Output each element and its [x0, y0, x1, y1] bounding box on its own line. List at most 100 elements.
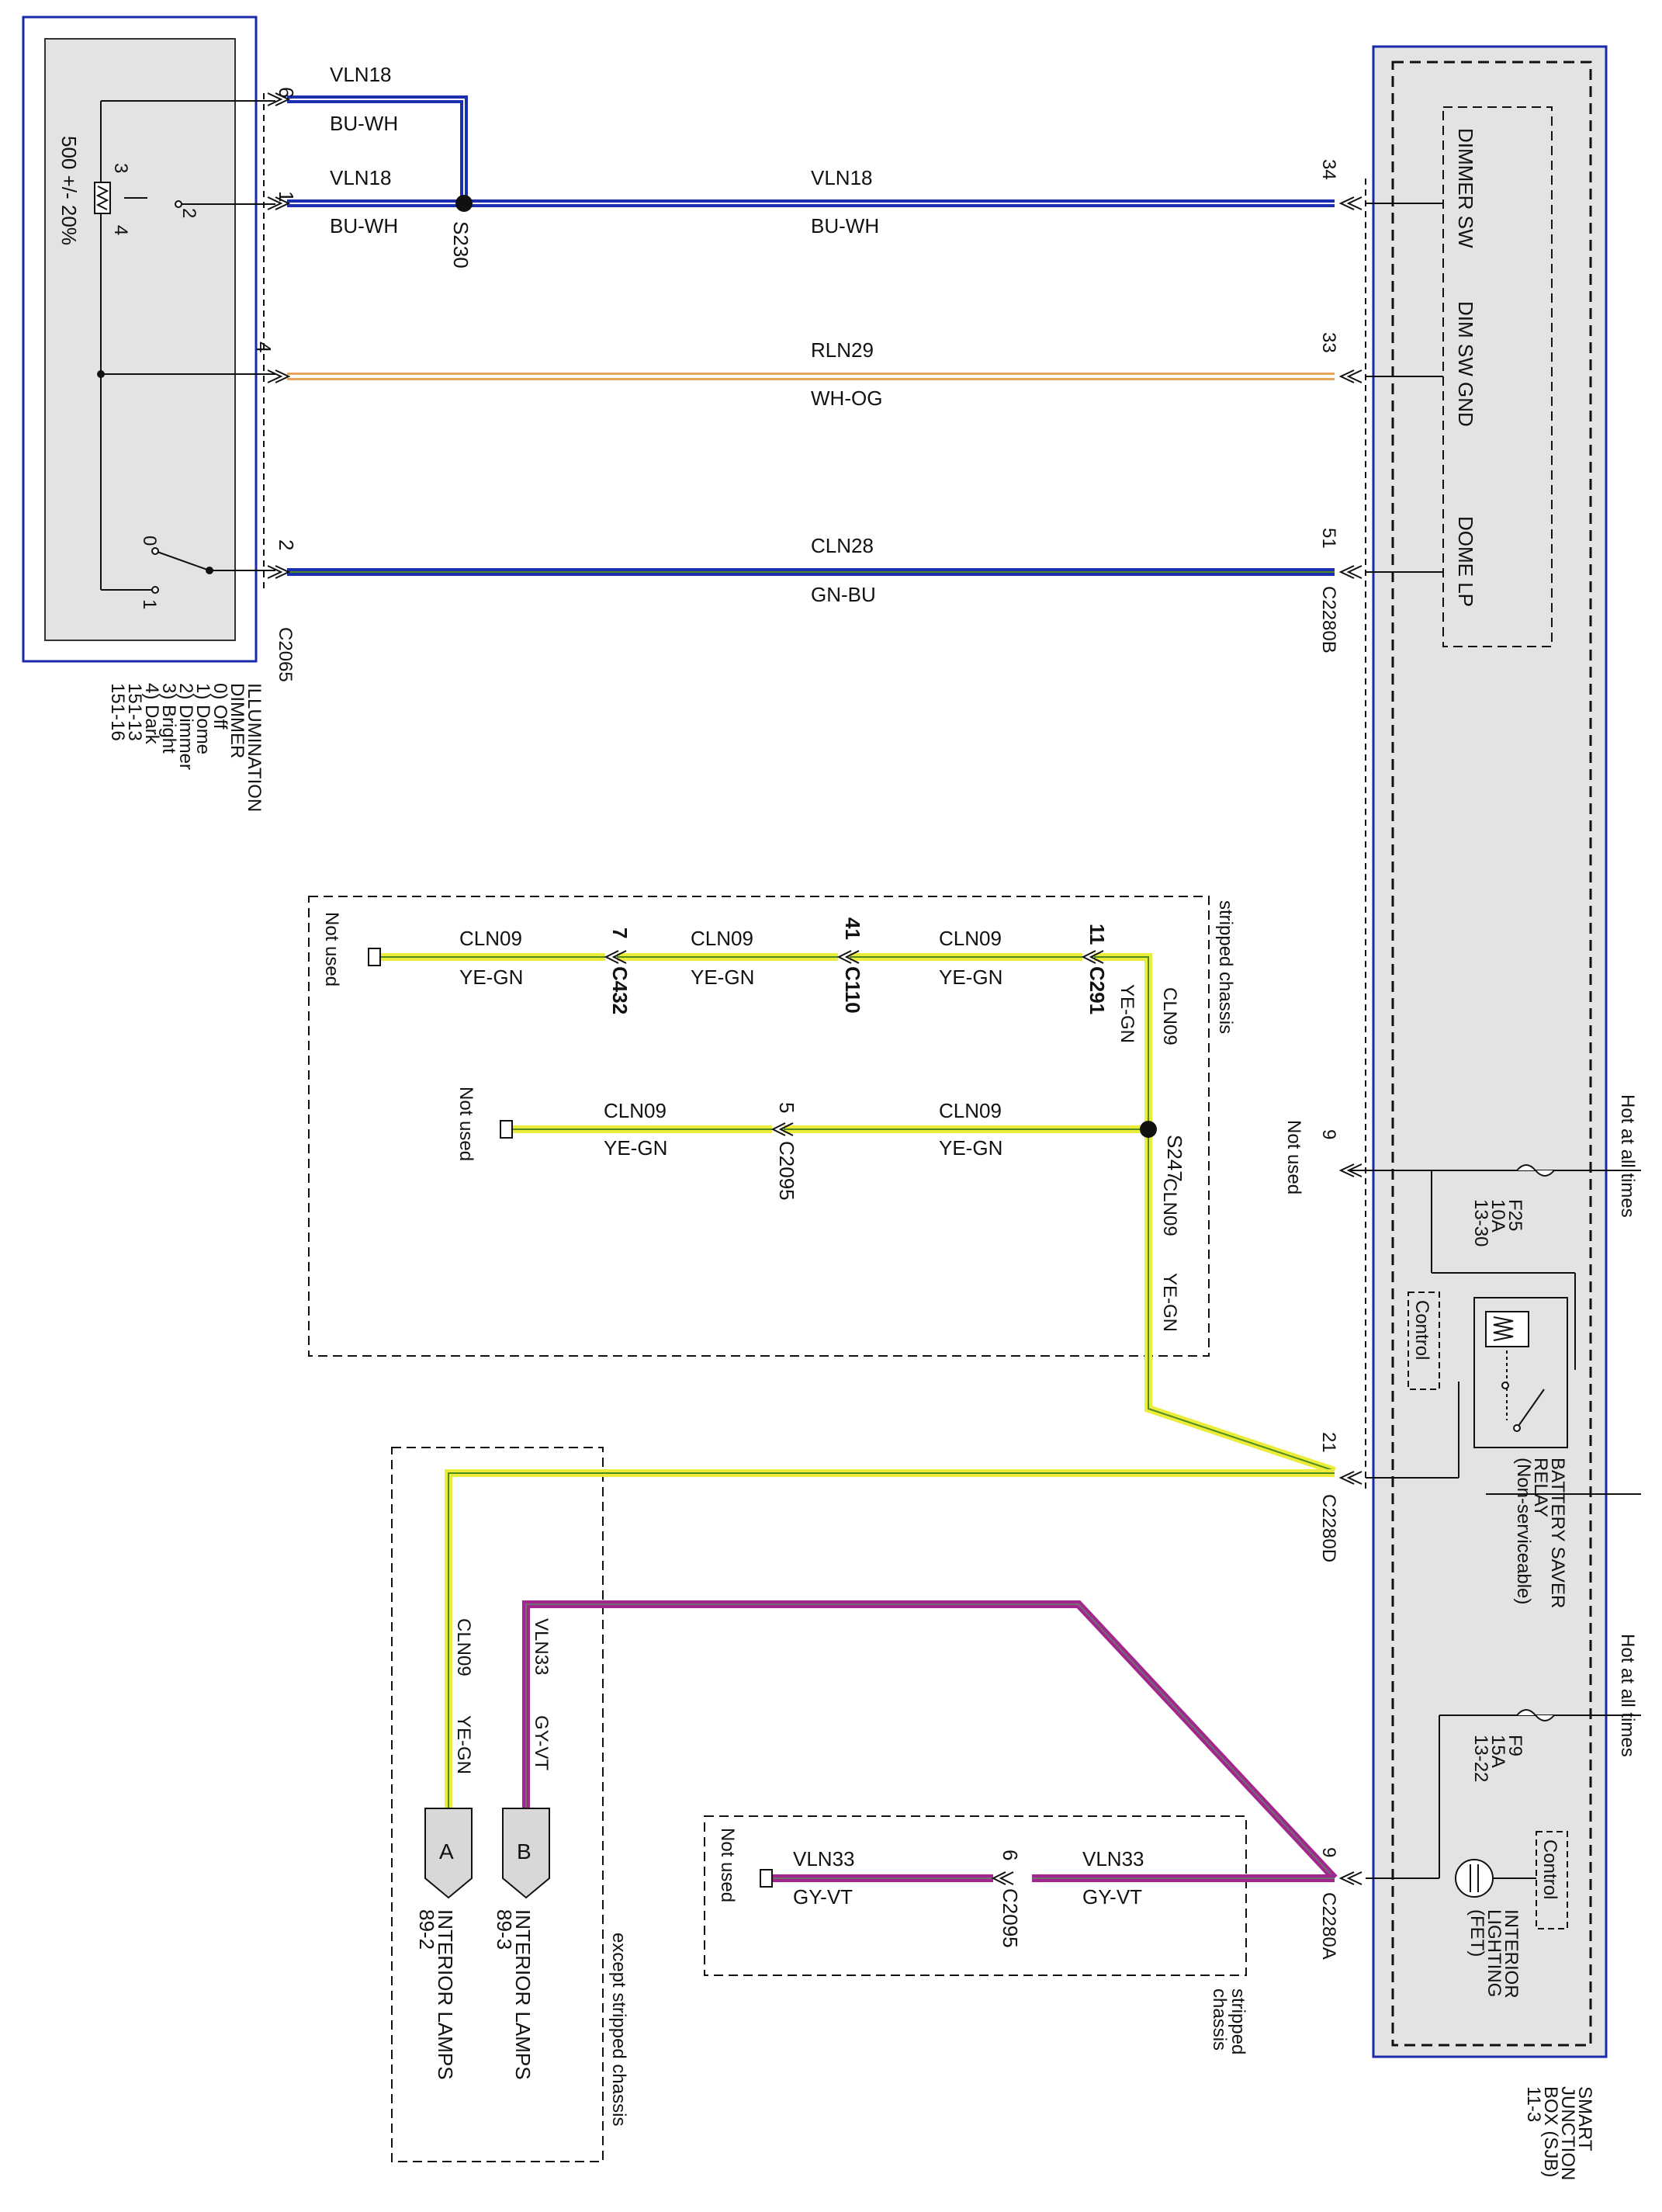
dimmer-module-body: [44, 38, 236, 641]
dimmer-name-line: 151-16: [107, 683, 128, 741]
fuse-f25-line: 10A: [1487, 1199, 1508, 1233]
dimmer-name-line: 2) Dimmer: [175, 683, 196, 770]
fuse-f25-icon: [1516, 1164, 1555, 1177]
switch-pos0-label: 0: [139, 536, 160, 546]
sjb-pin-9-top: 9: [1318, 1129, 1339, 1139]
sjb-module-border: [1372, 45, 1608, 2058]
drop2-color: YE-GN: [1159, 1273, 1180, 1332]
row2-seg1-circuit: CLN09: [939, 1099, 1002, 1122]
lamp-b-label-line: 89-3: [493, 1909, 516, 1950]
dimmer-name-line: 151-13: [124, 683, 145, 741]
stripped-chassis-box-1: [308, 896, 1210, 1357]
pin2-internal-label: 2: [178, 208, 199, 218]
wire6-circuit: VLN18: [330, 63, 392, 86]
row1-seg2-circuit: CLN09: [691, 927, 753, 950]
sjb-pin-51: 51: [1318, 528, 1339, 549]
wire6-color: BU-WH: [330, 112, 398, 135]
wire1-color: BU-WH: [330, 214, 398, 237]
pin4-wire-label: 4: [252, 342, 275, 352]
c432-pin: 7: [608, 927, 632, 938]
except-stripped-label: except stripped chassis: [608, 1933, 629, 2126]
sjb-name-line: BOX (SJB): [1540, 2086, 1561, 2177]
dimmer-internal-schematic: [100, 100, 275, 591]
relay-label-line: BATTERY SAVER: [1547, 1458, 1568, 1608]
drop1-color: YE-GN: [1117, 984, 1137, 1043]
pin2-wire-label: 2: [275, 539, 298, 550]
dimmer-connector-arrows: [267, 92, 291, 579]
relay-label-line: (Non-serviceable): [1513, 1458, 1534, 1604]
lamp-a-color: YE-GN: [453, 1715, 474, 1774]
c291-name: C291: [1085, 966, 1109, 1014]
dimmer-module-border: [22, 16, 258, 663]
fuse-f9-line: 13-22: [1470, 1735, 1491, 1782]
lamp-a-circuit: CLN09: [453, 1618, 474, 1676]
c110-pin: 41: [841, 917, 864, 940]
c291-pin: 11: [1085, 924, 1109, 945]
stripped-chassis-label-2: stripped chassis: [1209, 1988, 1248, 2054]
fuse-f9-icon: [1516, 1709, 1555, 1721]
control-box-2: [1536, 1831, 1568, 1929]
dimmer-name-line: 1) Dome: [192, 683, 213, 754]
sjb-pin-21: 21: [1318, 1432, 1339, 1453]
relay-label-block: BATTERY SAVER RELAY (Non-serviceable): [1513, 1458, 1568, 1608]
stripped2-left-color: GY-VT: [793, 1885, 853, 1909]
switch-pos1-label: 1: [139, 599, 160, 609]
dimmer-sw-label: DIMMER SW: [1454, 128, 1477, 248]
sjb-name-block: SMART JUNCTION BOX (SJB) 11-3: [1523, 2086, 1595, 2180]
row1-seg3-circuit: CLN09: [459, 927, 522, 950]
dimmer-name-block: ILLUMINATION DIMMER 0) Off 1) Dome 2) Di…: [107, 683, 265, 812]
c2095-pin5: 5: [775, 1102, 798, 1113]
wire-cln09-lamp-a: [445, 1469, 1335, 1808]
not-used-label-3: Not used: [717, 1828, 738, 1902]
dim-sw-gnd-label: DIM SW GND: [1454, 301, 1477, 427]
stripped2-label-line: stripped: [1227, 1988, 1248, 2054]
sjb-inner-dashed: [1391, 61, 1592, 2047]
pin3-label: 3: [110, 163, 131, 173]
wire-main-circuit: VLN18: [811, 166, 873, 189]
relay-coil-zigzag-icon: [1493, 1316, 1514, 1341]
pin6-label: 6: [275, 87, 298, 98]
c432-name: C432: [608, 966, 632, 1014]
connector-c2280d-label: C2280D: [1318, 1494, 1339, 1562]
sjb-pin-34: 34: [1318, 159, 1339, 180]
sjb-name-line: 11-3: [1523, 2086, 1544, 2122]
hot-at-all-times-label-2: Hot at all times: [1617, 1634, 1638, 1757]
fet-icon: [1455, 1859, 1494, 1898]
sjb-name-line: SMART: [1574, 2086, 1595, 2151]
fuse-f25-line: 13-30: [1470, 1199, 1491, 1246]
lamp-a-connector-icon: [424, 1808, 473, 1899]
row1-seg2-color: YE-GN: [691, 966, 754, 989]
splice-s230: [455, 195, 473, 212]
stripped-chassis-label-1: stripped chassis: [1215, 900, 1236, 1034]
lamp-b-label: INTERIOR LAMPS 89-3: [493, 1909, 535, 2080]
lamp-b-letter: B: [517, 1839, 531, 1864]
c110-name: C110: [841, 966, 864, 1014]
stripped2-label-line: chassis: [1209, 1988, 1230, 2051]
pin1-label: 1: [275, 191, 298, 202]
dimmer-name-line: 3) Bright: [158, 683, 179, 754]
row1-seg1-color: YE-GN: [939, 966, 1002, 989]
battery-saver-relay-box: [1473, 1297, 1568, 1448]
c2095-b-arrows: [991, 1871, 1014, 1885]
row2-seg2-circuit: CLN09: [604, 1099, 667, 1122]
wire-vln33-lamp-b: [522, 1600, 1338, 1881]
fuse-f9-line: F9: [1504, 1735, 1525, 1756]
fuse-f25-line: F25: [1504, 1199, 1525, 1231]
wire-main-color: BU-WH: [811, 214, 879, 237]
hot-at-all-times-label-1: Hot at all times: [1617, 1094, 1638, 1218]
sjb-pin-33: 33: [1318, 332, 1339, 353]
not-used-sjb-9: Not used: [1283, 1120, 1304, 1194]
lamp-b-connector-icon: [502, 1808, 550, 1899]
row1-seg3-color: YE-GN: [459, 966, 523, 989]
stripped-connector-arrows: [604, 950, 1104, 1136]
fuse-f9-label: F9 15A 13-22: [1470, 1735, 1525, 1782]
connector-c2065-label: C2065: [275, 627, 296, 682]
fet-label-line: INTERIOR: [1501, 1909, 1522, 1999]
not-used-terminal-2: [500, 1120, 513, 1139]
lamp-b-circuit: VLN33: [531, 1618, 552, 1675]
sjb-connector-arrows: [1338, 196, 1362, 1885]
row2-seg1-color: YE-GN: [939, 1136, 1002, 1160]
wire-vln18-pin6: [287, 95, 468, 200]
not-used-terminal-3: [760, 1869, 773, 1888]
